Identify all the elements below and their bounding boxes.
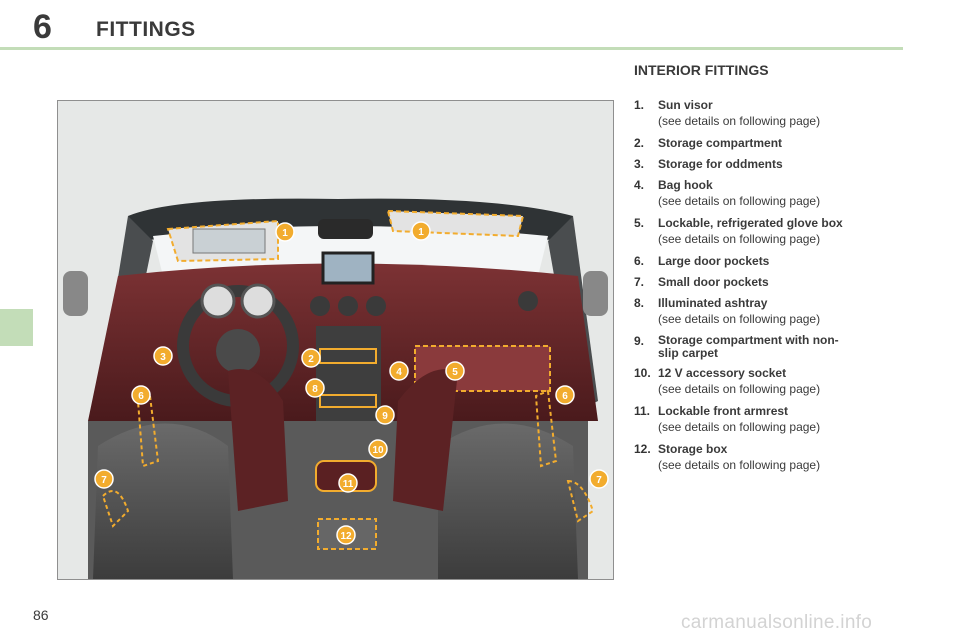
svg-text:6: 6: [138, 391, 144, 402]
item-number: 9.: [634, 334, 645, 348]
item-label: Storage for oddments: [658, 157, 783, 171]
chapter-side-tab: [0, 309, 33, 346]
item-number: 12.: [634, 442, 651, 456]
item-note: (see details on following page): [658, 232, 821, 246]
svg-text:5: 5: [452, 367, 458, 378]
item-number: 2.: [634, 136, 645, 150]
svg-text:6: 6: [562, 391, 568, 402]
item-number: 4.: [634, 178, 645, 192]
page-number: 86: [33, 607, 49, 623]
svg-text:8: 8: [312, 384, 318, 395]
svg-text:4: 4: [396, 367, 402, 378]
list-item: 11. Lockable front armrest (see details o…: [634, 404, 934, 436]
item-note: (see details on following page): [658, 114, 821, 128]
svg-text:9: 9: [382, 411, 388, 422]
item-number: 6.: [634, 254, 645, 268]
item-label: 12 V accessory socket: [658, 366, 787, 380]
list-item: 5. Lockable, refrigerated glove box (see …: [634, 216, 934, 248]
callout-1b: 1: [411, 221, 431, 241]
svg-text:12: 12: [340, 531, 352, 542]
callout-12: 12: [336, 525, 356, 545]
callout-10: 10: [368, 439, 388, 459]
callout-6a: 6: [131, 385, 151, 405]
svg-text:1: 1: [418, 227, 424, 238]
watermark: carmanualsonline.info: [681, 612, 873, 633]
callout-8: 8: [305, 378, 325, 398]
list-item: 1. Sun visor (see details on following pa…: [634, 98, 934, 130]
item-label: Sun visor: [658, 98, 713, 112]
callout-6b: 6: [555, 385, 575, 405]
item-label: Storage box: [658, 442, 728, 456]
list-item: 2. Storage compartment: [634, 136, 934, 151]
svg-text:2: 2: [308, 354, 314, 365]
svg-text:1: 1: [282, 228, 288, 239]
callout-9: 9: [375, 405, 395, 425]
item-note: (see details on following page): [658, 382, 821, 396]
list-item: 6. Large door pockets: [634, 254, 934, 269]
item-label: Lockable front armrest: [658, 404, 789, 418]
item-number: 10.: [634, 366, 651, 380]
list-item: 8. Illuminated ashtray (see details on fo…: [634, 296, 934, 328]
item-number: 8.: [634, 296, 645, 310]
callout-1a: 1: [275, 222, 295, 242]
item-note: (see details on following page): [658, 194, 821, 208]
svg-text:3: 3: [160, 352, 166, 363]
chapter-number: 6: [33, 8, 52, 46]
callout-3: 3: [153, 346, 173, 366]
list-item: 10. 12 V accessory socket (see details on…: [634, 366, 934, 398]
item-label: Storage compartment: [658, 136, 783, 150]
callout-5: 5: [445, 361, 465, 381]
list-item: 4. Bag hook (see details on following pag…: [634, 178, 934, 210]
item-label: Illuminated ashtray: [658, 296, 768, 310]
item-label: Bag hook: [658, 178, 713, 192]
list-item: 3. Storage for oddments: [634, 157, 934, 172]
item-label: Small door pockets: [658, 275, 769, 289]
section-title: INTERIOR FITTINGS: [634, 62, 769, 78]
callout-7a: 7: [94, 469, 114, 489]
callout-4: 4: [389, 361, 409, 381]
item-label: Large door pockets: [658, 254, 770, 268]
item-number: 1.: [634, 98, 645, 112]
item-note: (see details on following page): [658, 420, 821, 434]
interior-illustration: 1 1 2 3 4 5 6 6 7 7 8 9 10 11 12: [57, 100, 614, 580]
fittings-list: 1. Sun visor (see details on following pa…: [634, 98, 934, 480]
header-rule: [0, 47, 903, 50]
item-note: (see details on following page): [658, 458, 821, 472]
item-label: Storage compartment with non-slip carpet: [658, 333, 839, 360]
item-note: (see details on following page): [658, 312, 821, 326]
item-label: Lockable, refrigerated glove box: [658, 216, 843, 230]
callout-2: 2: [301, 348, 321, 368]
item-number: 11.: [634, 404, 651, 418]
item-number: 7.: [634, 275, 645, 289]
callout-11: 11: [338, 473, 358, 493]
list-item: 9. Storage compartment with non-slip carp…: [634, 334, 934, 360]
svg-text:7: 7: [596, 475, 602, 486]
svg-text:10: 10: [372, 445, 384, 456]
svg-text:7: 7: [101, 475, 107, 486]
list-item: 7. Small door pockets: [634, 275, 934, 290]
svg-text:11: 11: [343, 479, 354, 490]
item-number: 5.: [634, 216, 645, 230]
callout-7b: 7: [589, 469, 609, 489]
item-number: 3.: [634, 157, 645, 171]
chapter-title: FITTINGS: [96, 18, 196, 41]
list-item: 12. Storage box (see details on following…: [634, 442, 934, 474]
interior-drawing: 1 1 2 3 4 5 6 6 7 7 8 9 10 11 12: [58, 101, 613, 579]
